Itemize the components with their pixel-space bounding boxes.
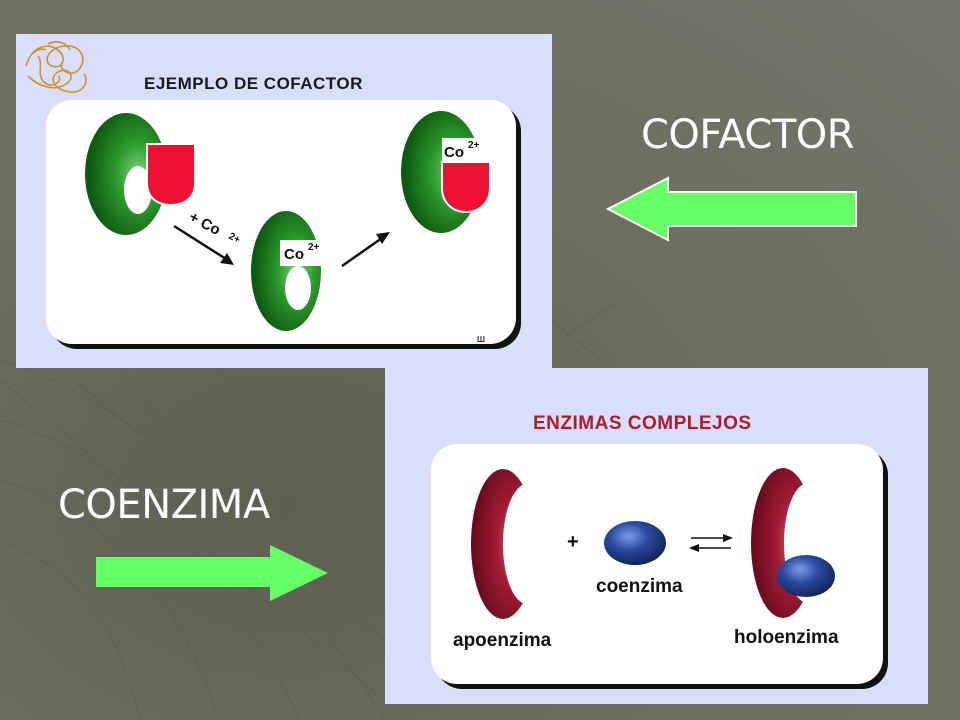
cofactor-ion-label: Co — [284, 246, 304, 263]
coenzyme-panel-title: ENZIMAS COMPLEJOS — [533, 413, 752, 434]
cofactor-pointer-arrow — [605, 176, 857, 242]
reaction-label: + Co — [186, 209, 223, 239]
equilibrium-arrows — [689, 534, 733, 552]
reaction-charge: 2+ — [227, 231, 242, 246]
holoenzyme-complex — [751, 468, 835, 618]
apoenzyme-crescent — [471, 469, 551, 619]
coenzima-pointer-arrow — [96, 545, 328, 601]
coenzima-label: coenzima — [596, 576, 683, 597]
coenzima-heading: COENZIMA — [58, 482, 270, 528]
holoenzyme-ion-label: Co — [444, 144, 464, 161]
holoenzima-label: holoenzima — [734, 627, 839, 648]
substrate-shape — [146, 143, 196, 207]
reaction-arrow-1 — [173, 224, 234, 265]
small-mark: Ш — [477, 335, 485, 344]
reaction-arrow-2 — [341, 232, 390, 268]
enzyme-with-cofactor — [251, 211, 326, 331]
holoenzyme-shape — [401, 111, 491, 233]
cofactor-diagram: + Co 2+ Co 2+ Co 2+ Ш — [85, 111, 491, 344]
cofactor-example-panel: EJEMPLO DE COFACTOR + Co 2+ — [16, 34, 552, 368]
protein-structure-icon — [25, 41, 87, 93]
cofactor-panel-title: EJEMPLO DE COFACTOR — [144, 74, 363, 93]
coenzyme-example-panel: ENZIMAS COMPLEJOS + — [385, 368, 928, 704]
holoenzyme-ion-charge: 2+ — [468, 140, 480, 151]
cofactor-ion-charge: 2+ — [308, 242, 320, 253]
coenzyme-shape — [604, 521, 666, 565]
plus-sign: + — [567, 531, 579, 553]
coenzyme-diagram: + — [471, 468, 835, 619]
apoenzima-label: apoenzima — [453, 630, 552, 651]
cofactor-heading: COFACTOR — [641, 112, 855, 158]
